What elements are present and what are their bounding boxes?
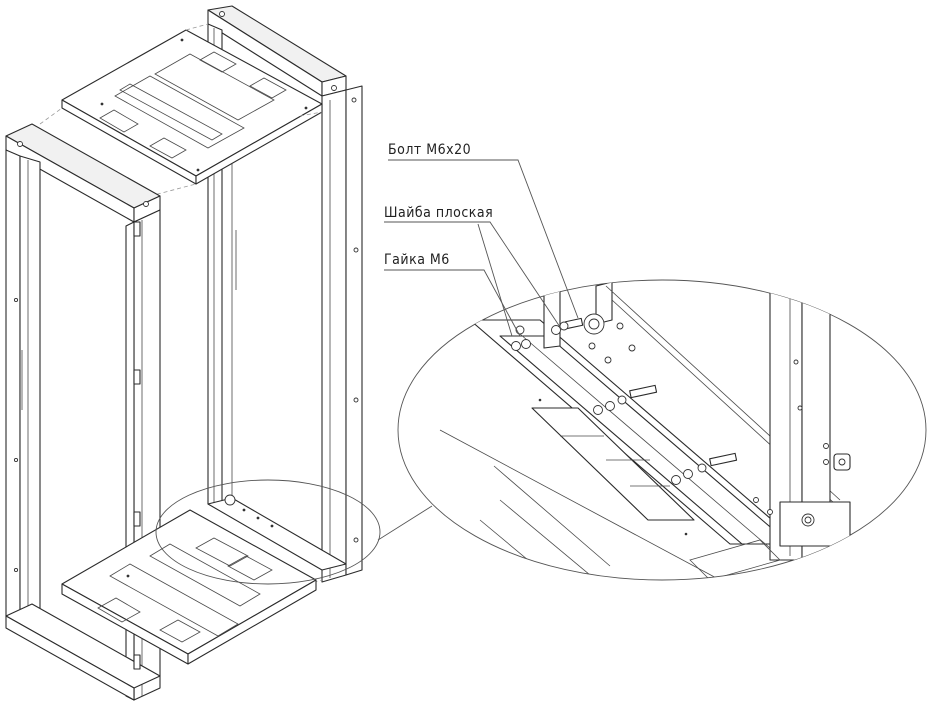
bolt-m6x20-middle [593, 384, 658, 415]
detail-marker [155, 479, 433, 585]
callout-bolt-label: Болт М6х20 [388, 142, 471, 158]
callout-nut-label: Гайка М6 [384, 252, 450, 268]
bottom-panel [61, 494, 317, 665]
detail-view [397, 279, 927, 581]
callout-washer-label: Шайба плоская [384, 205, 493, 221]
bolt-m6x20 [551, 317, 584, 335]
callout-leaders [384, 159, 579, 337]
front-frame [5, 123, 161, 701]
top-panel [61, 29, 323, 185]
washer-and-nut [511, 325, 531, 351]
bolt-m6x20-lower [671, 452, 738, 485]
